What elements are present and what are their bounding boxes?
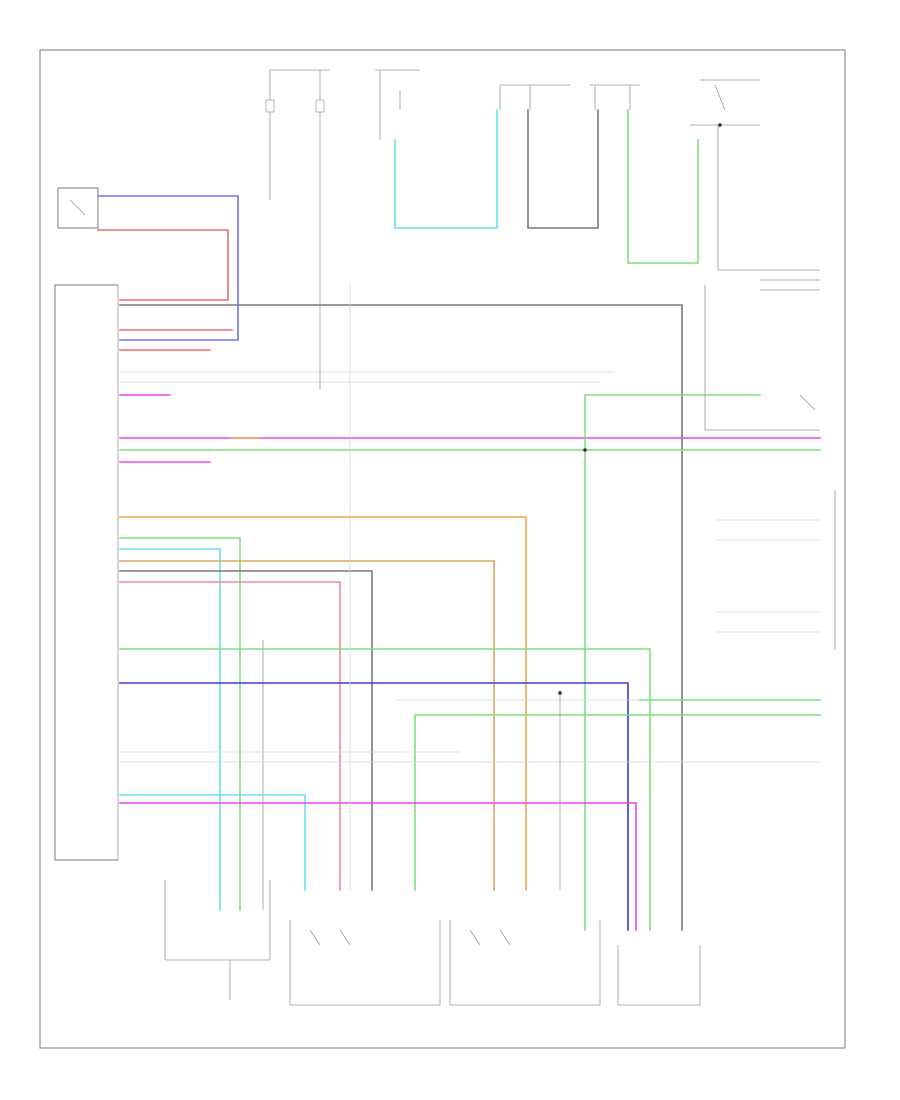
junction-node-1 (583, 448, 587, 452)
bottom-component-3 (449, 920, 601, 1006)
junction-node-3 (718, 123, 722, 127)
wire-red-relay (97, 229, 229, 301)
wire-darkblue (119, 682, 629, 931)
wire-cyan-3 (119, 794, 306, 891)
wire-pink-1 (119, 581, 341, 891)
wire-green-right (584, 394, 761, 931)
wire-cyan-2 (119, 548, 221, 911)
wire-gray-top (527, 109, 599, 229)
wire-blue-relay (97, 195, 239, 341)
wire-green-top (627, 109, 699, 264)
wire-magenta-3 (119, 802, 637, 931)
wire-green-3 (119, 648, 651, 931)
wire-cyan-top (394, 109, 498, 229)
wire-gray-main (119, 304, 683, 931)
wire-green-2 (119, 537, 241, 911)
bottom-component-1 (164, 880, 271, 1000)
left-relay-component (57, 187, 99, 229)
wire-thin-right-top (717, 125, 820, 271)
control-module (54, 284, 119, 861)
wire-tan-1 (119, 560, 495, 891)
wire-gray-2 (119, 570, 373, 891)
right-switch-area (704, 279, 836, 650)
wire-orange-1 (119, 516, 527, 891)
bottom-component-2 (289, 920, 441, 1006)
bottom-component-4 (617, 945, 701, 1006)
diagram-border (39, 49, 846, 1049)
top-fuse-section (265, 69, 760, 390)
junction-node-2 (558, 691, 562, 695)
wire-green-5 (414, 714, 821, 891)
